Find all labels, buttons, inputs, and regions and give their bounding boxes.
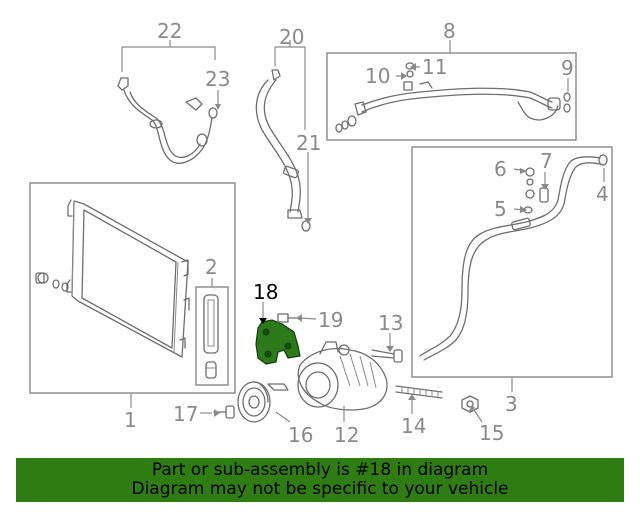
condenser-part: [35, 199, 190, 358]
callout-21: 21: [296, 131, 321, 155]
condenser-group-box: [29, 182, 236, 394]
dryer-group-box: [195, 286, 229, 386]
callout-7: 7: [540, 149, 553, 173]
dryer-part: [203, 294, 219, 379]
compressor-part: [297, 341, 388, 411]
compressor-bracket-highlighted: [255, 319, 301, 365]
callout-1: 1: [124, 408, 137, 432]
callout-6: 6: [494, 157, 507, 181]
callout-8: 8: [443, 19, 456, 43]
callout-19: 19: [318, 308, 343, 332]
callout-15: 15: [479, 421, 504, 445]
banner-line-disclaimer: Diagram may not be specific to your vehi…: [131, 479, 509, 499]
suction-hose-part: [335, 62, 571, 133]
callout-13: 13: [378, 311, 403, 335]
callout-14: 14: [401, 414, 426, 438]
callout-20: 20: [279, 25, 304, 49]
callout-labels: 22 23 20 21 8 10 11 9 6 7 4 5 2 18 19 13…: [124, 19, 609, 447]
callout-22: 22: [157, 19, 182, 43]
callout-4: 4: [596, 182, 609, 206]
leader-lines: [121, 40, 605, 423]
callout-16: 16: [288, 423, 313, 447]
callout-10: 10: [365, 64, 390, 88]
callout-2: 2: [205, 255, 218, 279]
bolt-13: [371, 349, 403, 363]
suction-line-part: [255, 69, 311, 232]
liquid-tube-part: [419, 154, 608, 361]
callout-5: 5: [494, 197, 507, 221]
bolt-19: [277, 313, 299, 323]
callout-23: 23: [205, 67, 230, 91]
callout-12: 12: [334, 423, 359, 447]
nut-15: [461, 395, 479, 413]
callout-17: 17: [173, 402, 198, 426]
clutch-pulley-part: [237, 381, 289, 423]
bracket-18-shape: [255, 319, 301, 365]
leader-arrowheads: [214, 63, 549, 417]
stud-14: [395, 385, 443, 399]
diagram-notice-banner: Part or sub-assembly is #18 in diagram D…: [16, 458, 624, 502]
callout-3: 3: [505, 392, 518, 416]
discharge-hose-part: [117, 77, 218, 164]
callout-9: 9: [561, 56, 574, 80]
callout-11: 11: [422, 55, 447, 79]
callout-18: 18: [253, 280, 278, 304]
banner-line-part-number: Part or sub-assembly is #18 in diagram: [151, 460, 489, 480]
suction-hose-group-box: [326, 52, 577, 141]
